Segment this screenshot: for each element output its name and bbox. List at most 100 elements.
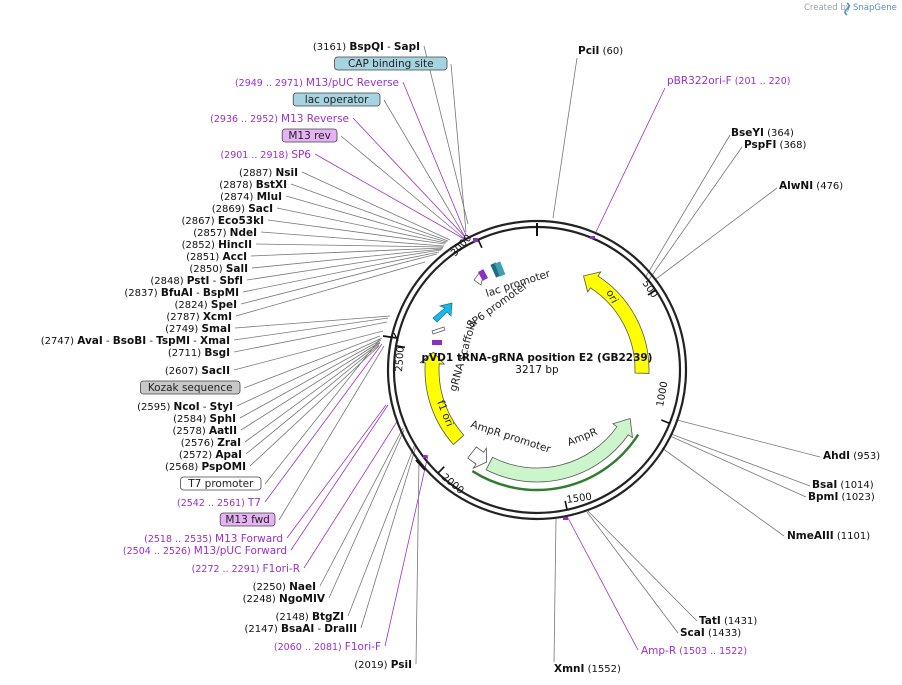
left-label-enzyme[interactable]: (2147) BsaAI - DraIII <box>245 623 357 635</box>
feature-m13-sites[interactable] <box>432 238 488 345</box>
feature-badge-text: lac operator <box>305 94 369 106</box>
left-label-feature[interactable]: CAP binding site <box>334 56 448 71</box>
left-label-enzyme[interactable]: (2857) NdeI <box>193 227 257 239</box>
left-label-enzyme[interactable]: (2837) BfuAI - BspMI <box>124 287 239 299</box>
leader-line <box>246 249 442 281</box>
left-label-enzyme[interactable]: (2887) NsiI <box>239 167 298 179</box>
left-label-enzyme[interactable]: (2607) SacII <box>165 365 230 377</box>
enzyme-label: (2874) MluI <box>220 191 282 203</box>
right-label-enzyme[interactable]: BsaI (1014) <box>812 479 874 491</box>
left-label-enzyme[interactable]: (2711) BsgI <box>168 347 230 359</box>
feature-badge-text: M13 rev <box>288 130 331 142</box>
leader-line <box>290 404 389 551</box>
primer-sites <box>423 236 595 520</box>
left-label-feature[interactable]: Kozak sequence <box>139 380 241 395</box>
left-label-enzyme[interactable]: (2749) SmaI <box>165 323 231 335</box>
leader-line <box>676 419 821 458</box>
feature-ampr-promoter[interactable] <box>467 446 487 470</box>
left-label-enzyme[interactable]: (2578) AatII <box>173 425 237 437</box>
feature-badge <box>139 380 241 395</box>
left-label-feature[interactable]: M13 fwd <box>219 512 276 527</box>
left-label-enzyme[interactable]: (2250) NaeI <box>253 581 316 593</box>
enzyme-label: (2887) NsiI <box>239 167 298 179</box>
enzyme-label: (2837) BfuAI - BspMI <box>124 287 239 299</box>
enzyme-label: (2584) SphI <box>173 413 236 425</box>
left-label-enzyme[interactable]: (2851) AccI <box>186 251 247 263</box>
left-label-enzyme[interactable]: (2576) ZraI <box>181 437 241 449</box>
right-label-enzyme[interactable]: AhdI (953) <box>823 450 880 462</box>
snapgene-credit: Created by SnapGene <box>804 2 897 16</box>
left-label-enzyme[interactable]: (2852) HincII <box>182 239 252 251</box>
left-label-enzyme[interactable]: (2787) XcmI <box>166 311 232 323</box>
enzyme-label: AlwNI (476) <box>779 180 843 192</box>
right-label-primer[interactable]: pBR322ori-F (201 .. 220) <box>667 75 790 87</box>
leader-line <box>384 454 429 647</box>
left-label-enzyme[interactable]: (2248) NgoMIV <box>243 593 326 605</box>
enzyme-label: (2250) NaeI <box>253 581 316 593</box>
enzyme-label: (2852) HincII <box>182 239 252 251</box>
enzyme-label: BseYI (364) <box>731 127 794 139</box>
leader-line <box>644 134 731 279</box>
right-label-primer[interactable]: Amp-R (1503 .. 1522) <box>641 645 747 657</box>
left-label-enzyme[interactable]: (2874) MluI <box>220 191 282 203</box>
left-label-enzyme[interactable]: (2019) PsiI <box>354 659 412 671</box>
leader-line <box>251 248 443 269</box>
feature-sp6-promoter[interactable] <box>431 326 446 335</box>
right-label-enzyme[interactable]: BpmI (1023) <box>808 491 875 503</box>
left-label-enzyme[interactable]: (2867) Eco53kI <box>181 215 264 227</box>
left-label-feature[interactable]: M13 rev <box>281 128 338 143</box>
feature-ampr[interactable] <box>471 417 640 492</box>
left-label-enzyme[interactable]: (2869) SacI <box>212 203 273 215</box>
left-label-primer[interactable]: (2504 .. 2526) M13/pUC Forward <box>123 545 287 557</box>
left-labels: (3161) BspQI - SapI CAP binding site (2949… <box>41 41 448 671</box>
feature-f1-ori[interactable] <box>419 351 465 446</box>
feature-cap-site[interactable] <box>494 261 506 277</box>
right-label-enzyme[interactable]: PspFI (368) <box>744 139 807 151</box>
left-label-feature[interactable]: T7 promoter <box>180 476 262 491</box>
enzyme-label: BsaI (1014) <box>812 479 874 491</box>
enzyme-label: (2747) AvaI - BsoBI - TspMI - XmaI <box>41 335 230 347</box>
right-label-enzyme[interactable]: XmnI (1552) <box>554 663 621 675</box>
left-label-enzyme[interactable]: (2878) BstXI <box>219 179 287 191</box>
left-label-primer[interactable]: (2272 .. 2291) F1ori-R <box>192 563 300 575</box>
left-label-enzyme[interactable]: (3161) BspQI - SapI <box>313 41 420 53</box>
left-label-enzyme[interactable]: (2824) SpeI <box>174 299 237 311</box>
left-label-primer[interactable]: (2949 .. 2971) M13/pUC Reverse <box>235 77 399 89</box>
feature-grna-scaffold[interactable] <box>432 302 453 323</box>
primer-label: pBR322ori-F (201 .. 220) <box>667 75 790 87</box>
feature-badge-text: T7 promoter <box>187 478 254 490</box>
left-label-primer[interactable]: (2542 .. 2561) T7 <box>177 497 261 509</box>
ampr-label: AmpR <box>566 426 600 449</box>
left-label-primer[interactable]: (2936 .. 2952) M13 Reverse <box>210 113 349 125</box>
right-label-enzyme[interactable]: TatI (1431) <box>699 615 757 627</box>
enzyme-label: (2878) BstXI <box>219 179 287 191</box>
left-label-primer[interactable]: (2518 .. 2535) M13 Forward <box>144 533 283 545</box>
left-label-primer[interactable]: (2060 .. 2081) F1ori-F <box>274 641 381 653</box>
leader-line <box>264 343 383 503</box>
left-label-primer[interactable]: (2901 .. 2918) SP6 <box>220 149 311 161</box>
left-label-enzyme[interactable]: (2747) AvaI - BsoBI - TspMI - XmaI <box>41 335 230 347</box>
feature-ori[interactable] <box>583 271 650 374</box>
leader-line <box>301 171 451 241</box>
enzyme-label: PspFI (368) <box>744 139 807 151</box>
right-label-enzyme[interactable]: NmeAIII (1101) <box>787 530 870 542</box>
left-label-enzyme[interactable]: (2148) BtgZI <box>276 611 345 623</box>
feature-badge <box>292 92 381 107</box>
enzyme-label: BpmI (1023) <box>808 491 875 503</box>
left-label-enzyme[interactable]: (2848) PstI - SbfI <box>150 275 243 287</box>
left-label-enzyme[interactable]: (2584) SphI <box>173 413 236 425</box>
leader-line <box>647 146 743 282</box>
credit-brand: SnapGene <box>853 3 897 13</box>
left-label-enzyme[interactable]: (2850) SalI <box>189 263 248 275</box>
left-label-enzyme[interactable]: (2568) PspOMI <box>165 461 246 473</box>
right-label-enzyme[interactable]: ScaI (1433) <box>680 627 741 639</box>
right-label-enzyme[interactable]: PciI (60) <box>578 45 623 57</box>
left-label-enzyme[interactable]: (2572) ApaI <box>179 449 242 461</box>
right-label-enzyme[interactable]: AlwNI (476) <box>779 180 843 192</box>
left-label-enzyme[interactable]: (2595) NcoI - StyI <box>137 401 233 413</box>
left-label-feature[interactable]: lac operator <box>292 92 381 107</box>
leader-line <box>319 427 404 587</box>
right-label-enzyme[interactable]: BseYI (364) <box>731 127 794 139</box>
